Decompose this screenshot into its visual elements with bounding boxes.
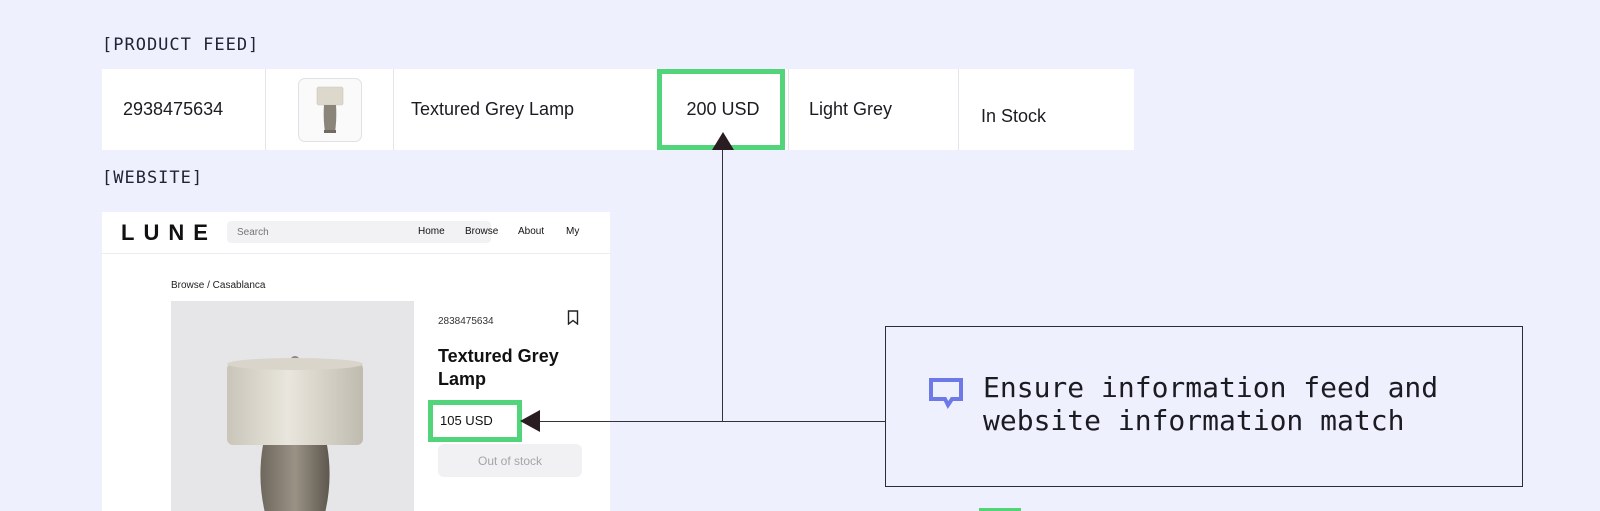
website-price-highlight: [428, 400, 522, 442]
connector-horizontal-line: [537, 421, 886, 422]
product-feed-row: 2938475634 Textured Grey Lamp 200 USD Li…: [102, 69, 1134, 150]
website-mockup: LUNE Home Browse About My Browse / Casab…: [102, 212, 610, 511]
feed-stock-cell: In Stock: [981, 106, 1047, 126]
out-of-stock-button[interactable]: Out of stock: [438, 444, 582, 477]
product-title: Textured Grey Lamp: [438, 346, 559, 389]
nav-item-my[interactable]: My: [566, 226, 580, 237]
feed-thumbnail-cell: [266, 69, 394, 150]
nav-item-about[interactable]: About: [518, 226, 545, 237]
product-sku: 2838475634: [438, 316, 494, 327]
site-logo[interactable]: LUNE: [121, 220, 217, 245]
chat-bubble-icon: [928, 377, 964, 414]
bookmark-icon[interactable]: [567, 310, 579, 330]
feed-title-cell: Textured Grey Lamp: [394, 69, 658, 150]
nav-item-home[interactable]: Home: [418, 226, 445, 237]
connector-vertical-line: [722, 149, 723, 422]
arrow-up-icon: [712, 132, 734, 150]
product-price: 105 USD: [440, 413, 493, 428]
callout-box: Ensure information feed and website info…: [885, 326, 1523, 487]
lamp-image: [227, 356, 363, 511]
lamp-thumbnail-image: [297, 77, 362, 142]
nav-item-browse[interactable]: Browse: [465, 226, 499, 237]
product-feed-label: [PRODUCT FEED]: [102, 35, 260, 55]
partial-green-element: [979, 508, 1021, 511]
website-label: [WEBSITE]: [102, 168, 204, 188]
lamp-thumbnail-icon: [316, 86, 343, 133]
product-hero-image: [171, 301, 414, 511]
feed-price-cell: 200 USD: [658, 69, 789, 150]
search-input[interactable]: [227, 221, 491, 243]
feed-color-cell: Light Grey: [789, 69, 959, 150]
feed-id-cell: 2938475634: [102, 69, 266, 150]
callout-text: Ensure information feed and website info…: [983, 371, 1439, 437]
site-navbar: LUNE Home Browse About My: [102, 212, 610, 254]
arrow-left-icon: [520, 410, 540, 432]
breadcrumb[interactable]: Browse / Casablanca: [171, 280, 266, 291]
